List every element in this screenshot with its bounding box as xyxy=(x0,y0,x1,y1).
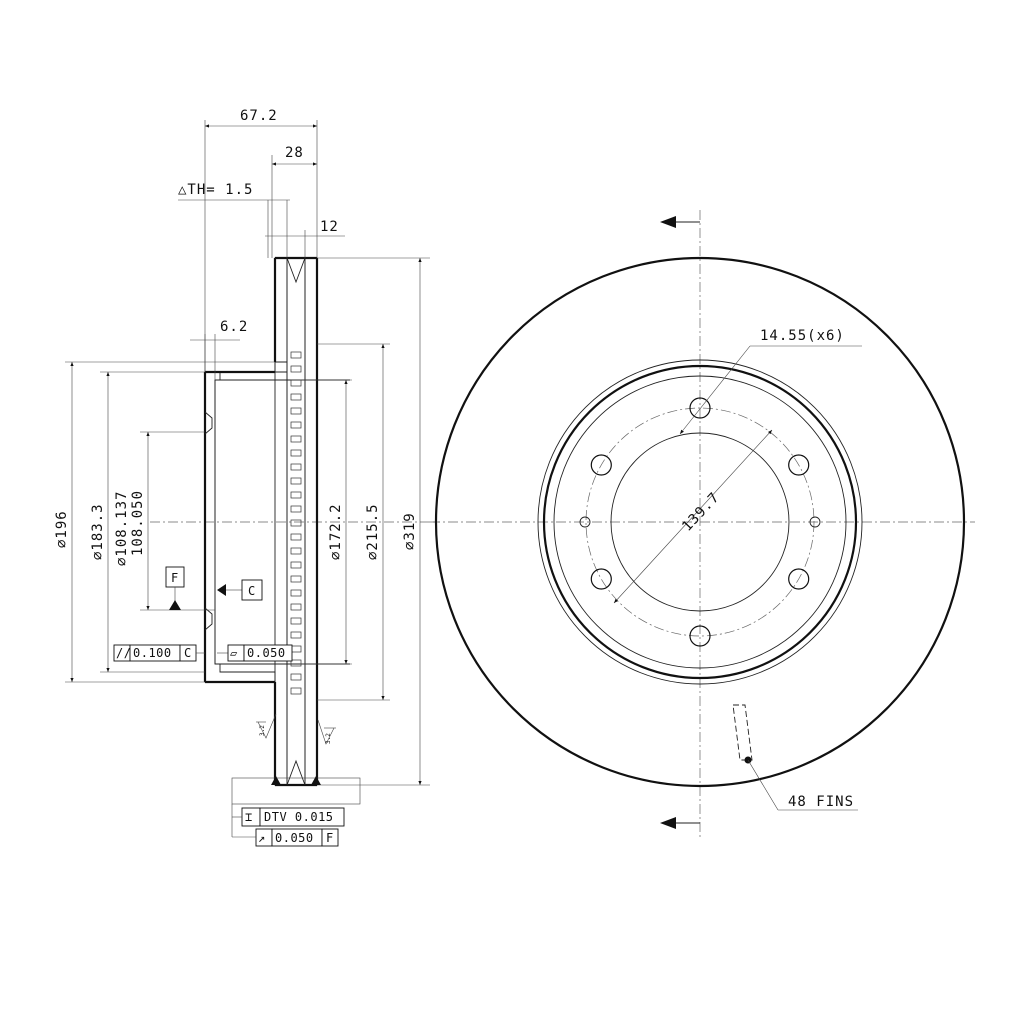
roughness-right-label: 3.2 xyxy=(325,733,332,744)
bottom-frames: ⌶ DTV 0.015 ↗ 0.050 F xyxy=(231,776,361,847)
flatness-symbol: ▱ xyxy=(230,646,238,660)
vent-fin xyxy=(290,617,302,625)
vent-fin xyxy=(290,533,302,541)
dim-th-label: △TH= 1.5 xyxy=(178,182,253,198)
dim-hat-wall: 6.2 xyxy=(190,319,248,380)
datum-c-label: C xyxy=(248,584,256,598)
dim-196-label: ⌀196 xyxy=(54,510,70,548)
hat-outer-edge xyxy=(542,364,858,680)
vent-fin xyxy=(290,351,302,359)
vent-fin xyxy=(290,393,302,401)
dim-6-2-label: 6.2 xyxy=(220,319,248,335)
dim-dia-172-2: ⌀172.2 xyxy=(300,379,352,665)
vent-fin xyxy=(290,477,302,485)
vent-fin xyxy=(290,491,302,499)
bolt-circle xyxy=(585,407,815,637)
dim-dia-183-3: ⌀183.3 xyxy=(90,371,205,673)
bolt-hole xyxy=(689,625,711,647)
bolt-hole xyxy=(788,454,810,476)
parallelism-value: 0.100 xyxy=(133,646,172,660)
vent-fin xyxy=(290,589,302,597)
front-view: 14.55(x6) 139.7 48 FINS xyxy=(430,210,975,840)
section-view: 67.2 28 △TH= 1.5 12 6.2 xyxy=(54,108,440,847)
dim-183-3-label: ⌀183.3 xyxy=(90,503,106,560)
dim-hub-width: 28 xyxy=(271,145,317,258)
vent-fin xyxy=(290,519,302,527)
vent-fin xyxy=(290,547,302,555)
dim-215-5-label: ⌀215.5 xyxy=(365,503,381,560)
dim-67-2-label: 67.2 xyxy=(240,108,278,124)
dim-108-137-label: ⌀108.137 xyxy=(114,491,130,566)
dim-108-050-label: 108.050 xyxy=(130,490,146,556)
pcd-label: 139.7 xyxy=(679,489,723,534)
datum-f: F xyxy=(165,566,185,610)
dim-12-label: 12 xyxy=(320,219,339,235)
hat-step xyxy=(553,375,847,669)
dim-thickness-tolerance: △TH= 1.5 xyxy=(178,182,290,258)
vent-fin xyxy=(290,463,302,471)
dim-disc-thickness: 12 xyxy=(265,219,345,258)
dim-172-2-label: ⌀172.2 xyxy=(328,503,344,560)
parallelism-datum: C xyxy=(184,646,192,660)
vent-fin xyxy=(290,673,302,681)
dim-28-label: 28 xyxy=(285,145,304,161)
pilot-holes xyxy=(579,516,821,528)
dim-319-label: ⌀319 xyxy=(402,512,418,550)
bolt-hole xyxy=(590,454,612,476)
dtv-symbol: ⌶ xyxy=(245,810,253,824)
section-arrow-top xyxy=(660,216,700,228)
vent-fin xyxy=(290,365,302,373)
fins-label: 48 FINS xyxy=(788,794,854,810)
vent-fin xyxy=(290,645,302,653)
vent-fin xyxy=(290,631,302,639)
disc-ring-section xyxy=(273,256,319,787)
vent-fins xyxy=(290,351,302,695)
runout-symbol: ↗ xyxy=(258,831,266,845)
dim-dia-319: ⌀319 xyxy=(317,257,430,786)
bolt-hole xyxy=(788,568,810,590)
vent-fin xyxy=(290,603,302,611)
roughness-left-label: 3.2 xyxy=(259,725,266,736)
bolt-holes-label: 14.55(x6) xyxy=(760,328,845,344)
vent-fin xyxy=(290,561,302,569)
bolt-holes xyxy=(590,397,810,647)
vent-fin xyxy=(290,687,302,695)
vent-fin xyxy=(290,505,302,513)
datum-c: C xyxy=(217,579,263,601)
vent-fin xyxy=(290,575,302,583)
bolt-hole xyxy=(590,568,612,590)
dtv-value: DTV 0.015 xyxy=(264,810,334,824)
friction-inner-edge xyxy=(537,359,863,685)
roughness-left: 3.2 xyxy=(256,713,277,739)
flatness-frame: ▱ 0.050 xyxy=(217,644,293,662)
pcd-dimension: 139.7 xyxy=(613,429,773,604)
fin-indicator: 48 FINS xyxy=(732,704,858,811)
bolt-hole-callout: 14.55(x6) xyxy=(679,328,862,435)
dim-dia-108: ⌀108.137 108.050 xyxy=(114,431,215,611)
vent-fin xyxy=(290,659,302,667)
runout-datum: F xyxy=(326,831,334,845)
dim-dia-196: ⌀196 xyxy=(54,361,275,683)
vent-fin xyxy=(290,407,302,415)
bolt-hole xyxy=(689,397,711,419)
runout-value: 0.050 xyxy=(275,831,314,845)
vent-fin xyxy=(290,421,302,429)
dim-dia-215-5: ⌀215.5 xyxy=(317,343,390,701)
vent-fin xyxy=(290,449,302,457)
vent-fin xyxy=(290,379,302,387)
section-arrow-bottom xyxy=(660,817,700,829)
outer-disc-edge xyxy=(434,256,966,788)
dim-overall-width: 67.2 xyxy=(204,108,318,372)
parallelism-frame: // 0.100 C xyxy=(113,644,205,662)
datum-f-label: F xyxy=(171,571,179,585)
vent-fin xyxy=(290,435,302,443)
roughness-right: 3.2 xyxy=(317,719,336,745)
flatness-value: 0.050 xyxy=(247,646,286,660)
parallelism-symbol: // xyxy=(116,646,131,660)
